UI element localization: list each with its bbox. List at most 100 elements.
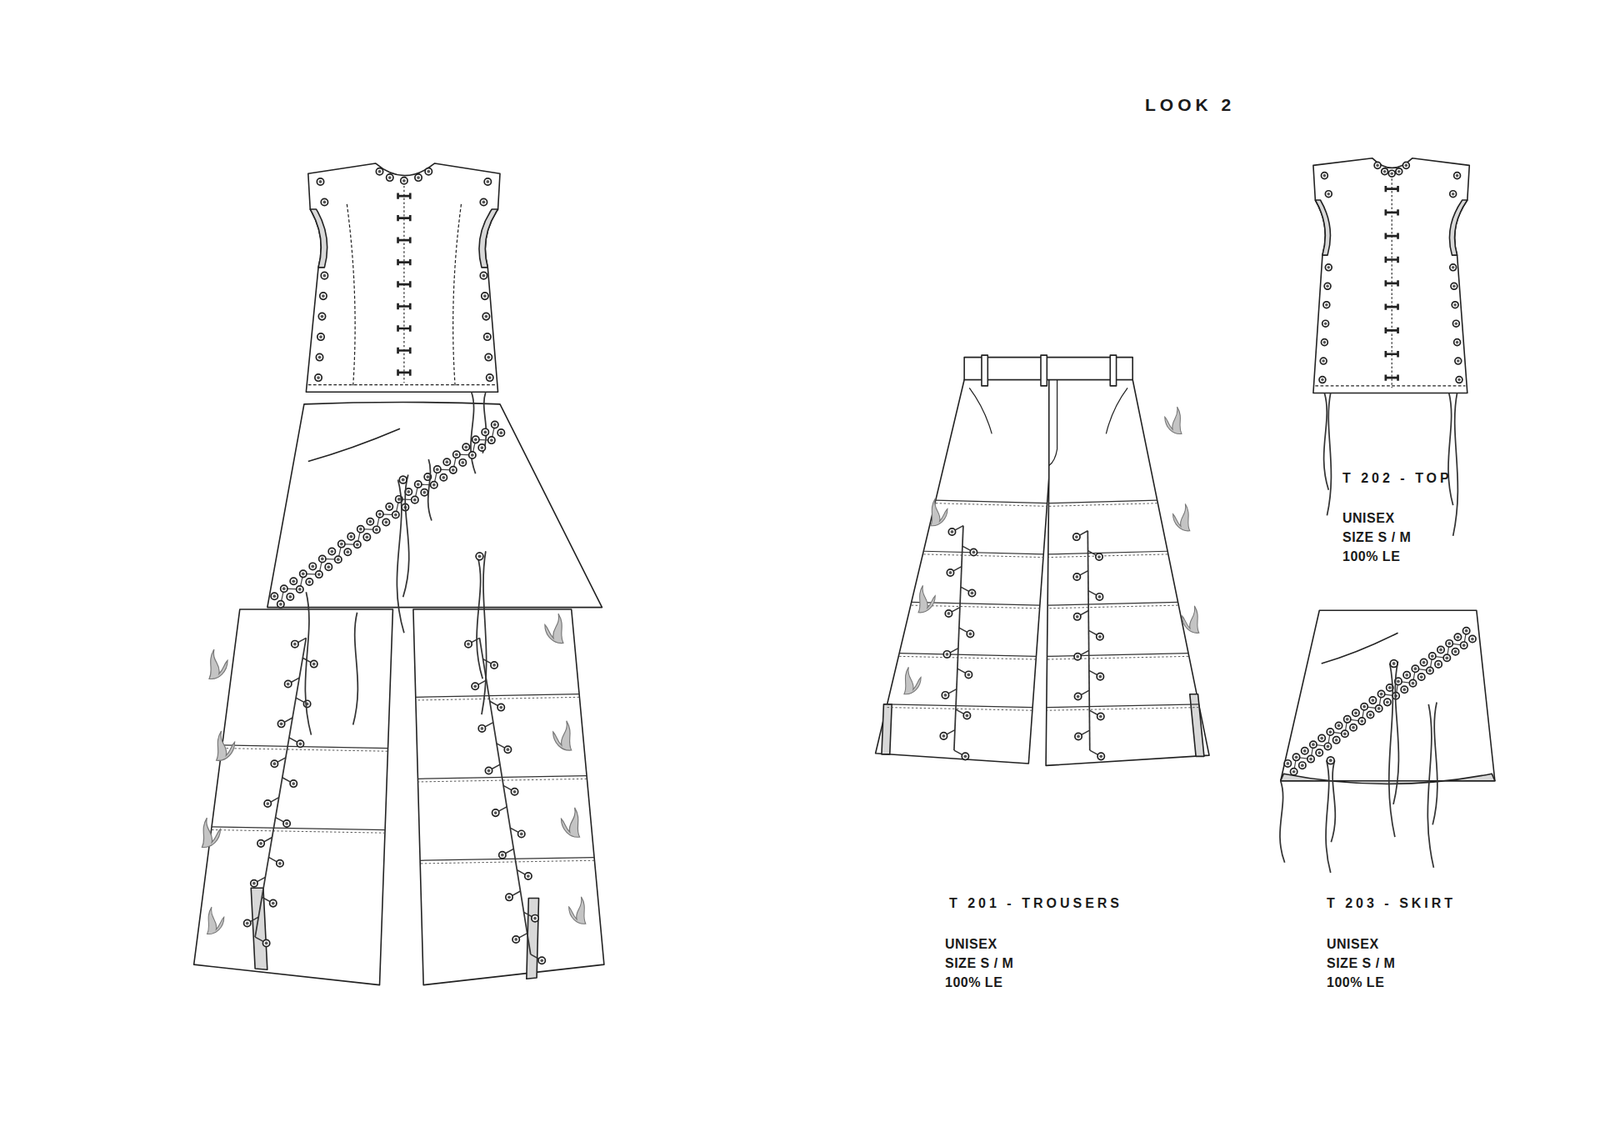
flame-motif: [216, 730, 235, 760]
eyelet: [1369, 696, 1376, 704]
eyelet: [309, 562, 316, 570]
eyelet: [276, 860, 284, 867]
lace-cord: [480, 637, 531, 955]
eyelet-hole: [291, 781, 295, 785]
inseam-strip: [250, 887, 268, 970]
eyelet: [486, 374, 494, 381]
eyelet-hole: [280, 721, 284, 725]
eyelet: [475, 552, 484, 560]
eyelet-hole: [1447, 641, 1451, 645]
eyelet-hole: [970, 591, 975, 595]
eyelet-hole: [299, 741, 303, 745]
panel-seam: [211, 826, 385, 830]
panel-seam: [1046, 704, 1200, 708]
eyelet: [505, 893, 513, 900]
eyelet-hole: [965, 714, 969, 718]
lace-cord: [1432, 701, 1438, 825]
toggle: [1385, 185, 1399, 192]
eyelet-hole: [1323, 340, 1327, 345]
eyelet: [305, 578, 313, 585]
flame-motif: [930, 498, 948, 525]
flame-motif: [207, 906, 225, 934]
eyelet-hole: [478, 554, 482, 558]
eyelet: [492, 809, 500, 816]
eyelet-hole: [401, 478, 405, 482]
eyelet-hole: [494, 810, 498, 815]
eyelet-hole: [1295, 755, 1299, 759]
eyelet-hole: [416, 482, 420, 486]
eyelet-hole: [944, 693, 948, 697]
eyelet-hole: [1292, 770, 1296, 774]
eyelet-hole: [340, 542, 344, 546]
eyelet: [1450, 264, 1457, 271]
eyelet-hole: [1354, 710, 1358, 715]
eyelet: [1097, 712, 1105, 720]
eyelet-hole: [492, 663, 496, 667]
eyelet: [450, 466, 457, 474]
toggle: [398, 369, 411, 375]
eyelet: [531, 914, 539, 921]
panel-stitch: [935, 503, 1048, 507]
eyelet: [1451, 648, 1459, 655]
toggle: [398, 303, 411, 310]
eyelet: [943, 650, 950, 658]
eyelet: [1418, 673, 1425, 680]
eyelet-hole: [1377, 706, 1381, 710]
lace-cord: [1280, 780, 1285, 863]
toggle: [398, 280, 411, 287]
eyelet: [1325, 190, 1332, 198]
toggle: [398, 236, 411, 243]
eyelet-hole: [1325, 285, 1330, 289]
eyelet: [518, 830, 525, 837]
eyelet-hole: [480, 445, 484, 450]
panel-stitch: [415, 696, 580, 700]
eyelet: [320, 271, 328, 279]
eyelet: [504, 745, 511, 753]
toggle: [1385, 327, 1399, 334]
eyelet-hole: [1327, 265, 1331, 270]
eyelet-hole: [272, 594, 276, 598]
eyelet-hole: [942, 734, 946, 738]
eyelet-hole: [1075, 615, 1080, 619]
look-title: LOOK 2: [1145, 95, 1235, 115]
eyelet: [1375, 705, 1383, 712]
eyelet: [484, 333, 491, 340]
inseam-strip: [1190, 694, 1205, 757]
lace-cord: [1330, 760, 1335, 842]
eyelet: [1452, 320, 1460, 327]
eyelet-hole: [1329, 758, 1333, 762]
eyelet-hole: [1075, 575, 1079, 579]
eyelet-hole: [485, 335, 490, 339]
eyelet-hole: [394, 513, 398, 517]
eyelet-hole: [301, 571, 305, 575]
eyelet: [280, 585, 288, 592]
eyelet-hole: [482, 200, 486, 205]
eyelet-hole: [368, 520, 372, 524]
flame-motif: [545, 613, 564, 643]
toggle: [1385, 303, 1399, 310]
eyelet: [392, 510, 400, 518]
eyelet-hole: [265, 941, 269, 945]
eyelet: [485, 766, 492, 774]
lace-cord: [470, 391, 476, 474]
eyelet-hole: [486, 355, 490, 360]
flame-motif: [1182, 605, 1200, 633]
eyelet-hole: [319, 335, 323, 339]
eyelet: [510, 788, 518, 795]
eyelet: [1460, 641, 1468, 649]
eyelet-hole: [1383, 170, 1387, 174]
eyelet: [1384, 698, 1391, 705]
eyelet-hole: [1321, 359, 1325, 363]
eyelet: [1450, 190, 1457, 198]
eyelet: [941, 691, 949, 699]
eyelet: [1075, 732, 1082, 740]
eyelet: [1400, 685, 1408, 693]
eyelet-hole: [1328, 730, 1332, 734]
eyelet-hole: [1076, 695, 1080, 699]
eyelet: [1429, 652, 1436, 660]
eyelet: [430, 481, 438, 489]
eyelet-hole: [945, 652, 950, 656]
eyelet-hole: [1360, 719, 1364, 723]
hem-stitch: [1315, 385, 1465, 386]
eyelet-hole: [487, 769, 491, 773]
